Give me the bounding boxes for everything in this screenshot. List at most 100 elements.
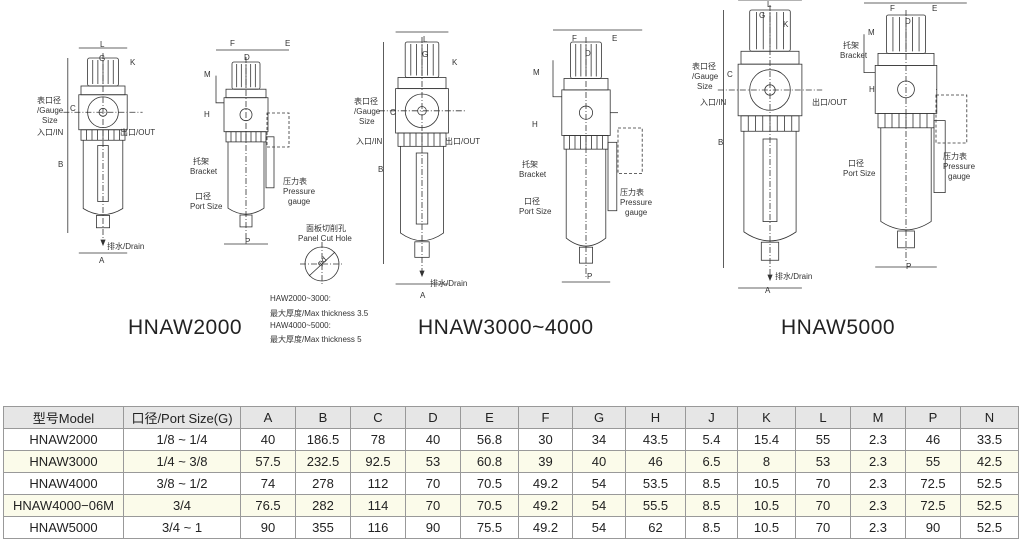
value-cell: 2.3 bbox=[850, 450, 906, 473]
value-cell: 62 bbox=[625, 516, 686, 539]
value-cell: 72.5 bbox=[905, 472, 961, 495]
hnaw3000-4000-bracket-en: Bracket bbox=[519, 170, 547, 179]
hnaw3000-4000-dim-label: K bbox=[452, 58, 458, 67]
hnaw2000-dim-label: L bbox=[100, 40, 105, 49]
hnaw5000-front-drain-arrow bbox=[767, 274, 773, 282]
hnaw2000-dim-label: B bbox=[58, 160, 64, 169]
value-cell: 3/8 ~ 1/2 bbox=[123, 472, 241, 495]
hnaw3000-4000-dim-label: L bbox=[423, 35, 428, 44]
value-cell: 33.5 bbox=[960, 428, 1019, 451]
hnaw2000-front-bowl bbox=[82, 140, 124, 216]
model-cell: HNAW3000 bbox=[3, 450, 124, 473]
column-header: 型号Model bbox=[3, 406, 124, 429]
hnaw5000-bracket-cn: 托架 bbox=[843, 41, 859, 50]
column-header: B bbox=[295, 406, 351, 429]
value-cell: 54 bbox=[572, 472, 626, 495]
value-cell: 52.5 bbox=[960, 516, 1019, 539]
hnaw3000-4000-drain-label: 排水/Drain bbox=[430, 279, 468, 288]
value-cell: 74 bbox=[240, 472, 296, 495]
hnaw5000-front-gauge-ring bbox=[749, 69, 791, 111]
model-title-hnaw3000-4000: HNAW3000~4000 bbox=[418, 316, 594, 339]
hnaw3000-4000-outlet-label: 出口/OUT bbox=[445, 137, 481, 146]
value-cell: 75.5 bbox=[460, 516, 519, 539]
value-cell: 2.3 bbox=[850, 494, 906, 517]
value-cell: 70 bbox=[405, 494, 461, 517]
value-cell: 55.5 bbox=[625, 494, 686, 517]
value-cell: 1/8 ~ 1/4 bbox=[123, 428, 241, 451]
value-cell: 46 bbox=[625, 450, 686, 473]
hnaw2000-side-bracket bbox=[215, 75, 224, 104]
hnaw5000-dim-label: G bbox=[759, 11, 766, 20]
value-cell: 3/4 bbox=[123, 494, 241, 517]
value-cell: 34 bbox=[572, 428, 626, 451]
hnaw2000-pressure-gauge-en2: gauge bbox=[288, 197, 311, 206]
hnaw3000-4000-gauge-size-cn: 表口径 bbox=[354, 97, 378, 106]
hnaw2000-port-size-cn: 口径 bbox=[195, 192, 211, 201]
hnaw3000-4000-side-dim-label: H bbox=[532, 120, 538, 129]
value-cell: 70.5 bbox=[460, 472, 519, 495]
value-cell: 90 bbox=[240, 516, 296, 539]
column-header: C bbox=[350, 406, 406, 429]
hnaw3000-side-pressure-gauge bbox=[617, 127, 643, 174]
hnaw3000-4000-dim-label: C bbox=[390, 108, 396, 117]
hnaw5000-port-size-cn: 口径 bbox=[848, 159, 864, 168]
hnaw2000-side-lever bbox=[265, 136, 275, 189]
column-header: L bbox=[795, 406, 851, 429]
hnaw5000-dim-label: C bbox=[727, 70, 733, 79]
hnaw2000-side-dim-label: E bbox=[285, 39, 291, 48]
hnaw3000-4000-side-dim-label: D bbox=[585, 49, 591, 58]
hnaw3000-4000-dim-label: G bbox=[422, 50, 429, 59]
value-cell: 116 bbox=[350, 516, 406, 539]
value-cell: 3/4 ~ 1 bbox=[123, 516, 241, 539]
value-cell: 52.5 bbox=[960, 494, 1019, 517]
value-cell: 72.5 bbox=[905, 494, 961, 517]
value-cell: 92.5 bbox=[350, 450, 406, 473]
value-cell: 70 bbox=[795, 472, 851, 495]
column-header: J bbox=[685, 406, 738, 429]
value-cell: 49.2 bbox=[518, 494, 573, 517]
hnaw2000-bracket-cn: 托架 bbox=[193, 157, 209, 166]
hnaw5000-pressure-gauge-cn: 压力表 bbox=[943, 152, 967, 161]
hnaw3000-4000-bracket-cn: 托架 bbox=[522, 160, 538, 169]
hnaw5000-outlet-label: 出口/OUT bbox=[812, 98, 848, 107]
value-cell: 232.5 bbox=[295, 450, 351, 473]
model-title-hnaw5000: HNAW5000 bbox=[781, 316, 896, 339]
panel-note-3: HAW4000~5000: bbox=[270, 321, 331, 330]
hnaw5000-side-dim-label: D bbox=[905, 17, 911, 26]
model-title-hnaw2000: HNAW2000 bbox=[128, 316, 243, 339]
value-cell: 42.5 bbox=[960, 450, 1019, 473]
hnaw5000-side-bowl bbox=[880, 127, 932, 231]
hnaw5000-dim-label: L bbox=[767, 0, 772, 9]
hnaw5000-side-dim-label: H bbox=[869, 85, 875, 94]
hnaw3000-front-drain-arrow bbox=[419, 270, 425, 278]
value-cell: 10.5 bbox=[737, 516, 796, 539]
hnaw3000-4000-side-dim-label: P bbox=[587, 272, 593, 281]
column-header: P bbox=[905, 406, 961, 429]
hnaw2000-inlet-label: 入口/IN bbox=[37, 128, 64, 137]
hnaw5000-port-size-en: Port Size bbox=[843, 169, 876, 178]
value-cell: 55 bbox=[795, 428, 851, 451]
hnaw5000-pressure-gauge-en: Pressure bbox=[943, 162, 976, 171]
value-cell: 70.5 bbox=[460, 494, 519, 517]
value-cell: 10.5 bbox=[737, 472, 796, 495]
panel-note-4: 最大厚度/Max thickness 5 bbox=[270, 335, 362, 344]
hnaw2000-side-dim-label: D bbox=[244, 53, 250, 62]
hnaw3000-4000-gauge-size-en: /Gauge bbox=[354, 107, 381, 116]
hnaw2000-dim-label: K bbox=[130, 58, 136, 67]
value-cell: 2.3 bbox=[850, 472, 906, 495]
hnaw2000-side-dim-label: F bbox=[230, 39, 235, 48]
hnaw2000-pressure-gauge-cn: 压力表 bbox=[283, 177, 307, 186]
hnaw3000-4000-dim-label: B bbox=[378, 165, 384, 174]
hnaw5000-side-dim-label: P bbox=[906, 262, 912, 271]
hnaw2000-bracket-en: Bracket bbox=[190, 167, 218, 176]
hnaw2000-side-dim-label: M bbox=[204, 70, 211, 79]
hnaw2000-port-size-en: Port Size bbox=[190, 202, 223, 211]
value-cell: 54 bbox=[572, 494, 626, 517]
value-cell: 53 bbox=[795, 450, 851, 473]
value-cell: 8.5 bbox=[685, 472, 738, 495]
